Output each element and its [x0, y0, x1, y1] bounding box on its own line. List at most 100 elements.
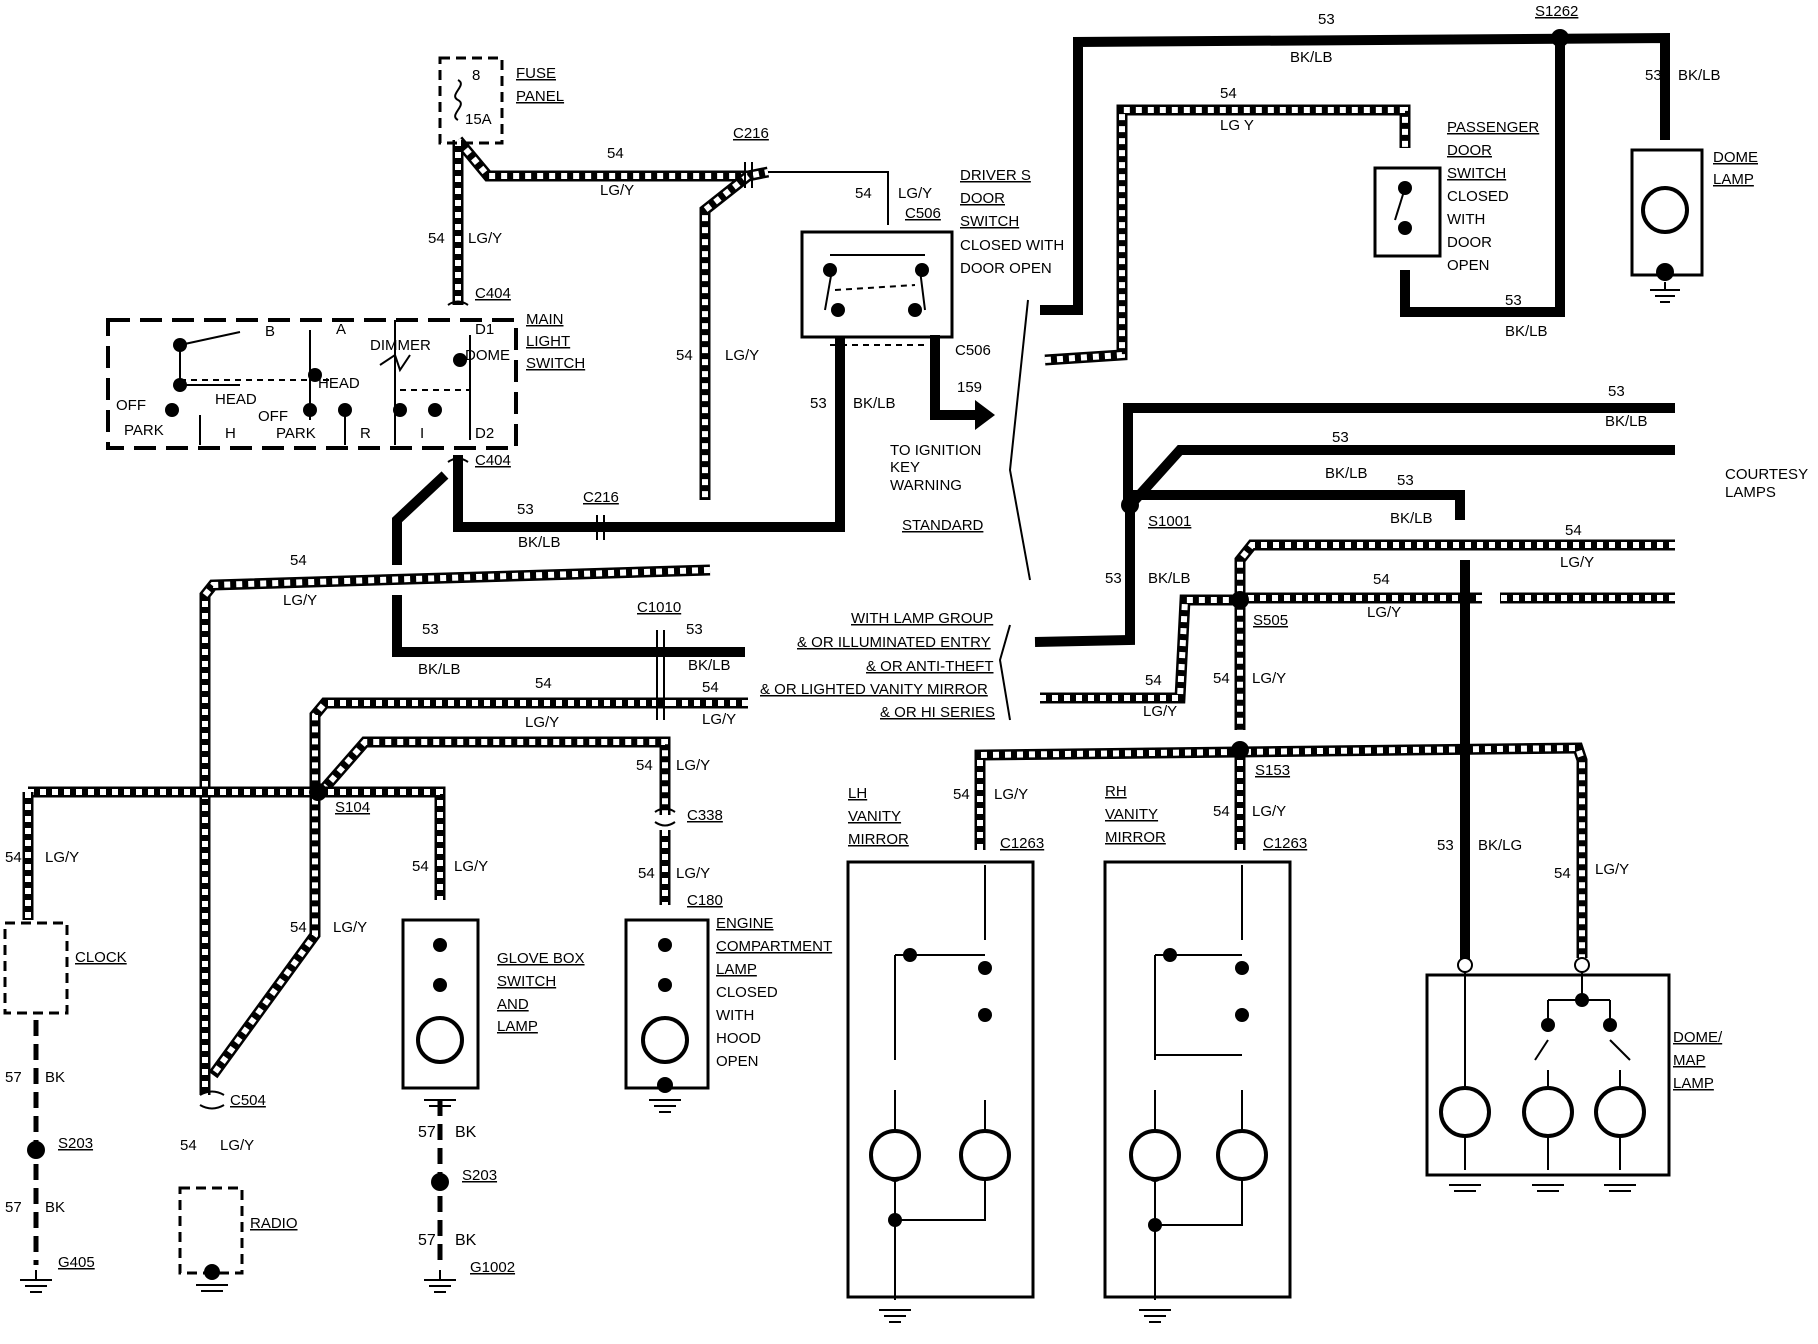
passenger-switch-label-5: WITH — [1447, 211, 1485, 228]
wire-label-54: 54 — [855, 185, 872, 202]
passenger-switch-label-4: CLOSED — [1447, 188, 1509, 205]
wire-label-bklb: BK/LB — [1325, 465, 1368, 482]
wire-53-courtesy-2 — [1131, 445, 1675, 504]
glove-box-label-4: LAMP — [497, 1018, 538, 1035]
rh-vanity-bulb-2-icon — [1216, 1129, 1268, 1181]
dome-map-label-3: LAMP — [1673, 1075, 1714, 1092]
engine-lamp-label-3: LAMP — [716, 961, 757, 978]
wire-label-bk: BK — [455, 1124, 477, 1141]
driver-switch-label-4: CLOSED WITH — [960, 237, 1064, 254]
connector-c504: C504 — [230, 1092, 266, 1109]
wire-label-lgy: LG/Y — [1595, 861, 1629, 878]
lh-vanity-bulb-2-icon — [959, 1129, 1011, 1181]
wire-label-bk: BK — [455, 1232, 477, 1249]
fuse-icon — [454, 79, 462, 121]
connector-c216-bottom: C216 — [583, 489, 619, 506]
wire-label-53: 53 — [1318, 11, 1335, 28]
rh-vanity-label-2: VANITY — [1105, 806, 1158, 823]
wire-53-c404-to-c216 — [453, 335, 845, 532]
wire-54-s104-horizontal — [28, 786, 446, 900]
option-label-2: & OR ILLUMINATED ENTRY — [797, 634, 991, 651]
wire-label-lgy: LG/Y — [1367, 604, 1401, 621]
wire-label-lgy: LG/Y — [1252, 803, 1286, 820]
engine-lamp-label-1: ENGINE — [716, 915, 774, 932]
mls-i: I — [420, 425, 424, 442]
splice-s203-glove — [431, 1173, 449, 1191]
wire-label-54: 54 — [607, 145, 624, 162]
glove-box-label-1: GLOVE BOX — [497, 950, 585, 967]
mls-d1: D1 — [475, 321, 494, 338]
mls-park2: PARK — [276, 425, 316, 442]
wire-label-bk: BK — [45, 1069, 65, 1086]
wire-label-54: 54 — [1565, 522, 1582, 539]
wire-label-53: 53 — [1437, 837, 1454, 854]
wire-label-57: 57 — [5, 1069, 22, 1086]
rh-vanity-label-3: MIRROR — [1105, 829, 1166, 846]
wire-label-54: 54 — [1373, 571, 1390, 588]
dome-map-bulb-1-icon — [1439, 1086, 1491, 1138]
wire-label-lgy: LG/Y — [994, 786, 1028, 803]
mls-a: A — [336, 321, 346, 338]
fuse-rating: 15A — [465, 111, 492, 128]
wire-label-54: 54 — [953, 786, 970, 803]
rh-vanity-mirror-box — [1103, 860, 1292, 1299]
connector-c216-top: C216 — [733, 125, 769, 142]
engine-lamp-bulb-icon — [641, 1016, 689, 1064]
passenger-switch-label-2: DOOR — [1447, 142, 1492, 159]
clock-box — [3, 921, 69, 1015]
ground-rh-icon — [1139, 1309, 1171, 1323]
ground-lh-icon — [879, 1309, 911, 1323]
wire-label-bklb: BK/LB — [1290, 49, 1333, 66]
wire-label-53: 53 — [810, 395, 827, 412]
option-label-3: & OR ANTI-THEFT — [866, 658, 994, 675]
driver-switch-label-2: DOOR — [960, 190, 1005, 207]
mls-dome: DOME — [465, 347, 510, 364]
connector-c506-top: C506 — [905, 205, 941, 222]
wire-54-passenger-door — [1044, 104, 1411, 366]
splice-s104-label: S104 — [335, 799, 370, 816]
engine-lamp-label-5: WITH — [716, 1007, 754, 1024]
wire-54-c216-to-c506 — [768, 171, 889, 225]
splice-s1262-label: S1262 — [1535, 3, 1578, 20]
dome-lamp-label-1: DOME — [1713, 149, 1758, 166]
passenger-switch-label-7: OPEN — [1447, 257, 1490, 274]
wire-label-bklb: BK/LB — [1605, 413, 1648, 430]
wire-label-bklb: BK/LB — [688, 657, 731, 674]
option-label-4: & OR LIGHTED VANITY MIRROR — [760, 681, 988, 698]
wire-label-54: 54 — [5, 849, 22, 866]
wire-54-courtesy-upper — [1234, 539, 1675, 730]
wire-label-53: 53 — [1608, 383, 1625, 400]
mls-label-2: LIGHT — [526, 333, 570, 350]
passenger-switch-label-6: DOOR — [1447, 234, 1492, 251]
wire-label-57: 57 — [5, 1199, 22, 1216]
wire-label-53: 53 — [1505, 292, 1522, 309]
fuse-panel — [438, 56, 504, 145]
mls-label-1: MAIN — [526, 311, 564, 328]
connector-c404-top: C404 — [475, 285, 511, 302]
wire-label-bklb: BK/LB — [853, 395, 896, 412]
wire-label-lgy: LG/Y — [1252, 670, 1286, 687]
wire-label-54: 54 — [676, 347, 693, 364]
splice-s104 — [309, 783, 327, 801]
fuse-panel-label-2: PANEL — [516, 88, 564, 105]
wire-label-53: 53 — [686, 621, 703, 638]
mls-park1: PARK — [124, 422, 164, 439]
ground-g1002-label: G1002 — [470, 1259, 515, 1276]
wire-53-s1262-to-passenger — [1400, 38, 1565, 317]
radio-box — [178, 1186, 244, 1275]
wire-label-lgy: LG/Y — [220, 1137, 254, 1154]
wire-label-53: 53 — [1397, 472, 1414, 489]
ignition-label-1: TO IGNITION — [890, 442, 981, 459]
lh-vanity-mirror-box — [846, 860, 1035, 1299]
wire-label-lgy: LG/Y — [454, 858, 488, 875]
wire-label-54: 54 — [1213, 803, 1230, 820]
mls-d2: D2 — [475, 425, 494, 442]
wire-label-bklb: BK/LB — [1505, 323, 1548, 340]
wire-label-53: 53 — [1332, 429, 1349, 446]
splice-s203-clock — [27, 1141, 45, 1159]
main-light-switch — [106, 318, 518, 450]
ground-g405-icon — [20, 1270, 52, 1293]
wire-label-bklb: BK/LB — [518, 534, 561, 551]
splice-s153 — [1231, 741, 1249, 759]
option-label-1: WITH LAMP GROUP — [851, 610, 993, 627]
